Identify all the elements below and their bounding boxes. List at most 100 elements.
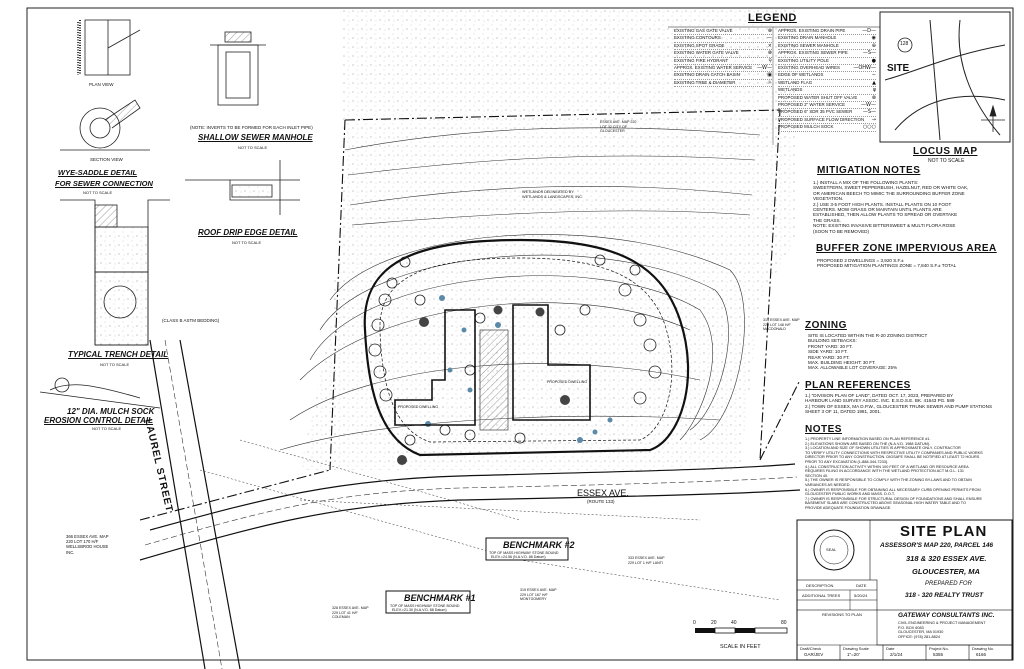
property-lines bbox=[139, 109, 801, 521]
legend-symbol-icon: ▲ bbox=[872, 79, 876, 86]
manhole-detail-title: SHALLOW SEWER MANHOLE bbox=[198, 133, 313, 142]
road-centerline bbox=[144, 339, 798, 669]
legend-item-label: APPROX. EXISTING WATER SERVICE bbox=[674, 65, 753, 71]
footer-label: Date bbox=[886, 646, 895, 651]
text-line: 6.) OWNER IS RESPONSIBLE FOR OBTAINING A… bbox=[805, 487, 981, 492]
legend-item-label: EXISTING GAS GATE VALVE bbox=[674, 28, 733, 33]
legend-item: PROPOSED MULCH SOCK ○○○ bbox=[778, 124, 876, 132]
text-line: CENTERS. MOW GRASS OR MAINTAIN UNTIL PLA… bbox=[813, 207, 942, 213]
legend-item: EXISTING FIRE HYDRANT⚲ bbox=[674, 57, 772, 66]
text-line: GLOUCESTER, MA 01930 bbox=[898, 630, 944, 635]
footer-value: 2/1/24 bbox=[890, 652, 903, 657]
plan-references-text: 1.) "DIVISION PLAN OF LAND", DATED OCT. … bbox=[805, 393, 992, 415]
locus-roads bbox=[884, 19, 1006, 141]
text-line: BASEMENT SLABS ARE CONSTRUCTED ABOVE SEA… bbox=[805, 501, 966, 506]
legend-symbol-icon: —S— bbox=[862, 50, 876, 57]
mitigation-planting-zone bbox=[363, 238, 690, 457]
benchmark-2-box bbox=[485, 537, 569, 561]
roof-drip-title: ROOF DRIP EDGE DETAIL bbox=[198, 228, 298, 237]
plan-references-title: PLAN REFERENCES bbox=[805, 380, 911, 391]
text-line: FRONT YARD: 30 FT. bbox=[808, 343, 853, 349]
text-line: GLOUCESTER PUBLIC WORKS AND MASS. D.O.T. bbox=[805, 492, 895, 497]
benchmark-1-elev: ELEV.=21.30 (N.A.V.D. 88 Datum) bbox=[392, 608, 447, 612]
legend-item: EXISTING UTILITY POLE● bbox=[778, 57, 876, 66]
footer-value: 5355 bbox=[933, 652, 944, 657]
footer-label: Draft/Check bbox=[800, 646, 822, 651]
wye-saddle-plan-view bbox=[79, 19, 141, 76]
text-line: 2.) TOWN OF ESSEX, MA D.P.W., GLOUCESTER… bbox=[805, 403, 993, 409]
text-line: 1.) "DIVISION PLAN OF LAND", DATED OCT. … bbox=[805, 393, 954, 398]
mulch-sock-drawing bbox=[39, 377, 161, 409]
mitigation-notes-text: 1.) INSTALL A MIX OF THE FOLLOWING PLANT… bbox=[813, 180, 968, 234]
legend-symbol-icon: ∼ bbox=[871, 72, 876, 79]
route-133-label: (ROUTE 133) bbox=[587, 499, 615, 504]
scale-bar-label: SCALE IN FEET bbox=[720, 644, 761, 650]
legend-symbol-icon: —D— bbox=[862, 28, 876, 34]
notes-title: NOTES bbox=[805, 424, 842, 435]
text-line: MAX. ALLOWABLE LOT COVERAGE: 25% bbox=[808, 365, 898, 371]
legend-symbol-icon: ▣ bbox=[767, 72, 772, 79]
legend-item-label: EXISTING FIRE HYDRANT bbox=[674, 57, 729, 63]
legend-item-label: EXISTING CONTOURS bbox=[674, 35, 721, 41]
rev-col-date: DATE bbox=[856, 583, 867, 588]
client-name: 318 - 320 REALTY TRUST bbox=[905, 592, 984, 599]
benchmark-1-title: BENCHMARK #1 bbox=[404, 593, 476, 603]
legend-symbol-icon: ψ bbox=[872, 87, 876, 94]
legend-item: PROPOSED 2" WATER SERVICE —W— bbox=[778, 102, 876, 110]
legend-symbol-icon: ○○○ bbox=[862, 124, 876, 131]
abutter-bottom-3: 333 ESSEX AVE. MAP 229 LOT 1 H/F LANTI bbox=[628, 556, 665, 565]
text-line: 1.) INSTALL A MIX OF THE FOLLOWING PLANT… bbox=[813, 180, 919, 185]
legend-item: APPROX. EXISTING SEWER PIPE —S— bbox=[778, 50, 876, 58]
legend-symbol-icon: —OHW— bbox=[853, 65, 876, 72]
legend-item: PROPOSED SURFACE FLOW DIRECTION→ bbox=[778, 116, 876, 125]
legend-symbol-icon: —S— bbox=[862, 109, 876, 116]
zoning-text: SITE IS LOCATED WITHIN THE R-20 ZONING D… bbox=[808, 333, 927, 371]
legend-item: WETLAND FLAG▲ bbox=[778, 79, 876, 88]
firm-name: GATEWAY CONSULTANTS INC. bbox=[898, 612, 995, 619]
revisions-heading: REVISIONS TO PLAN bbox=[822, 612, 862, 617]
text-line: REQUIRES FILING IN ACCORDANCE WITH THE W… bbox=[805, 469, 964, 474]
text-line: SHEET 3 OF 11, DATED 1981, 2001. bbox=[805, 409, 882, 415]
legend-item-label: PROPOSED MULCH SOCK bbox=[778, 124, 834, 130]
site-plan-title: SITE PLAN bbox=[900, 523, 988, 540]
notes-text: 1.) PROPERTY LINE INFORMATION BASED ON P… bbox=[805, 437, 983, 511]
proposed-dwelling-1-footprint bbox=[394, 309, 476, 426]
legend-item-label: APPROX. EXISTING SEWER PIPE bbox=[778, 50, 848, 56]
text-line: VEGETATION. bbox=[813, 196, 844, 202]
roof-drip-edge-drawing bbox=[185, 160, 300, 215]
legend-symbol-icon: ◉ bbox=[871, 35, 876, 42]
abutter-bottom-2: 319 ESSEX AVE. MAP 229 LOT 167 H/F MONTG… bbox=[520, 588, 557, 602]
trench-detail-title: TYPICAL TRENCH DETAIL bbox=[68, 350, 169, 359]
text-line: 5.) THE OWNER IS RESPONSIBLE TO COMPLY W… bbox=[805, 478, 972, 483]
legend-item: EXISTING DRAIN CATCH BASIN▣ bbox=[674, 72, 772, 80]
locus-site-label: SITE bbox=[887, 63, 910, 74]
locus-map-title: LOCUS MAP bbox=[913, 146, 978, 157]
legend-symbol-icon: → bbox=[871, 116, 876, 123]
wye-detail-title: WYE-SADDLE DETAIL bbox=[58, 168, 138, 177]
legend-item-label: APPROX. EXISTING DRAIN PIPE bbox=[778, 28, 846, 33]
benchmark-2-title: BENCHMARK #2 bbox=[503, 540, 575, 550]
legend-item-label: PROPOSED 6" SDR 35 PVC SEWER bbox=[778, 109, 853, 115]
text-line: 4.) ALL CONSTRUCTION ACTIVITY WITHIN 100… bbox=[805, 464, 969, 469]
legend-item-label: WETLANDS bbox=[778, 87, 803, 93]
graphic-scale-bar bbox=[695, 627, 788, 634]
legend-symbol-icon: —W— bbox=[861, 102, 876, 109]
mulch-sock-title-2: EROSION CONTROL DETAIL bbox=[44, 416, 154, 425]
text-line: BUILDING SETBACKS: bbox=[808, 338, 857, 344]
legend-item: EXISTING WATER GATE VALVE⊗ bbox=[674, 50, 772, 58]
legend-item-label: EXISTING UTILITY POLE bbox=[778, 57, 829, 63]
dwelling-1-label: PROPOSED DWELLING bbox=[398, 405, 439, 409]
mitigation-notes-title: MITIGATION NOTES bbox=[817, 165, 921, 176]
wye-saddle-section-view bbox=[60, 99, 150, 151]
text-line: 3.) LOCATION AND SIZE OF SHOWN UTILITIES… bbox=[805, 446, 961, 451]
footer-value: 1"=20' bbox=[847, 652, 860, 657]
legend-item-label: PROPOSED 2" WATER SERVICE bbox=[778, 102, 846, 108]
text-line: CIVIL ENGINEERING & PROJECT MANAGEMENT bbox=[898, 621, 986, 625]
text-line: ESTABLISHED, THEN ALLOW PLANTS TO SPREAD… bbox=[813, 212, 958, 218]
legend-item: EXISTING GAS GATE VALVE⊗ bbox=[674, 28, 772, 36]
footer-label: Project No. bbox=[929, 646, 949, 651]
trench-detail-drawing bbox=[60, 199, 170, 346]
legend-title: LEGEND bbox=[748, 12, 797, 24]
text-line: OR AMERICAN BEECH TO MIMIC THE SURROUNDI… bbox=[813, 190, 965, 196]
